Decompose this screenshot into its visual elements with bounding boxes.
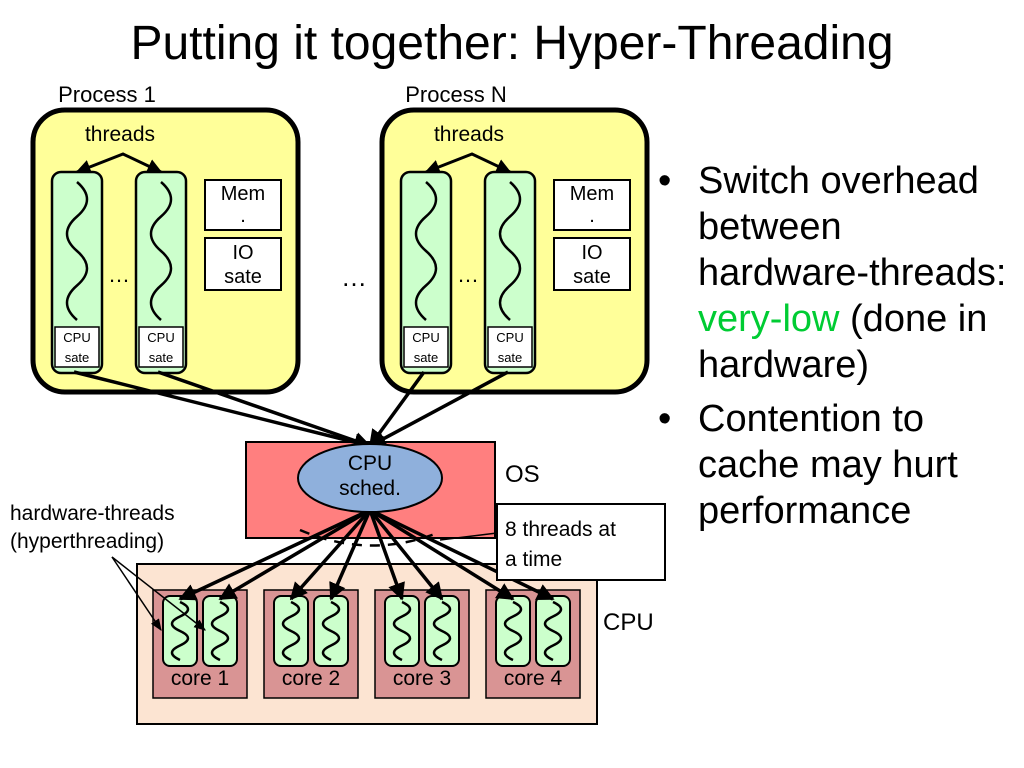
cpu-state-box [403, 326, 449, 368]
scheduler-to-hwthread-arrow [368, 508, 444, 601]
bullet-highlight: very-low [698, 298, 840, 340]
threads-label: threads [85, 123, 155, 146]
thread-wave-icon [149, 181, 173, 321]
scheduler-to-hwthread-arrow [368, 509, 405, 601]
bullet-dot: • [658, 160, 672, 202]
mem-box [204, 179, 282, 231]
cpu-core: core 1 [152, 589, 248, 699]
bullet-text: Switch overhead between hardware-threads… [698, 160, 1007, 294]
bullet-list: • Switch overhead between hardware-threa… [656, 158, 1022, 542]
cpu-scheduler-ellipse [297, 443, 443, 513]
scheduler-to-hwthread-arrow [178, 508, 371, 601]
core-label: core 3 [393, 667, 451, 690]
bullet-item: • Switch overhead between hardware-threa… [656, 158, 1022, 388]
threads-bracket-arrow [75, 152, 163, 175]
hardware-thread-wave-icon [432, 600, 452, 662]
hardware-thread-wave-icon [210, 600, 230, 662]
thread-wave-icon [414, 181, 438, 321]
bullet-dot: • [658, 398, 672, 440]
hardware-thread-wave-icon [503, 600, 523, 662]
process-label: Process 1 [58, 82, 156, 107]
hardware-thread-wave-icon [170, 600, 190, 662]
thread-to-scheduler-arrow [157, 370, 372, 450]
cpu-state-box [138, 326, 184, 368]
core-label: core 1 [171, 667, 229, 690]
cpu-state-box [487, 326, 533, 368]
threads-at-a-time-callout [496, 503, 666, 581]
thread-body [483, 170, 537, 375]
hardware-thread-wave-icon [392, 600, 412, 662]
os-label: OS [505, 461, 540, 488]
io-state-box [553, 237, 631, 291]
hardware-thread-wave-icon [321, 600, 341, 662]
mem-box [553, 179, 631, 231]
scheduler-to-hwthread-arrow [369, 508, 515, 601]
core-label: core 2 [282, 667, 340, 690]
bullet-text-suffix: (done in hardware) [698, 298, 988, 386]
cpu-state-box [54, 326, 100, 368]
scheduler-to-hwthread-arrow [369, 508, 555, 601]
bullet-item: • Contention to cache may hurt performan… [656, 396, 1022, 534]
threads-label: threads [434, 123, 504, 146]
slide-title: Putting it together: Hyper-Threading [130, 17, 894, 70]
threads-ellipsis: … [108, 262, 130, 287]
callout-pointer [439, 532, 498, 541]
thread-to-scheduler-arrow [368, 370, 509, 448]
thread-to-scheduler-arrow [73, 370, 372, 451]
threads-ellipsis: … [457, 262, 479, 287]
thread-wave-icon [498, 181, 522, 321]
scheduler-to-hwthread-arrow [289, 508, 372, 601]
process-label: Process N [405, 82, 506, 107]
hardware-threads-label: hardware-threads(hyperthreading) [10, 502, 175, 553]
mem-label: Mem. [221, 183, 265, 227]
cpu-core: core 4 [485, 589, 581, 699]
mem-label: Mem. [570, 183, 614, 227]
bullet-text: Contention to cache may hurt performance [698, 398, 958, 532]
thread-body [399, 170, 453, 375]
cpu-core: core 3 [374, 589, 470, 699]
thread-wave-icon [65, 181, 89, 321]
core-label: core 4 [504, 667, 563, 690]
threads-bracket-arrow [424, 152, 512, 175]
hardware-thread-wave-icon [281, 600, 301, 662]
hardware-threads-pointer-arrow [111, 556, 162, 631]
scheduler-to-hwthread-arrow [329, 509, 372, 601]
cpu-core: core 2 [263, 589, 359, 699]
process-ellipsis: … [341, 262, 367, 292]
io-state-box [204, 237, 282, 291]
cpu-label: CPU [603, 609, 654, 636]
hardware-thread-wave-icon [543, 600, 563, 662]
scheduler-to-hwthread-arrow [218, 508, 371, 601]
hardware-threads-pointer-arrow [111, 556, 206, 631]
